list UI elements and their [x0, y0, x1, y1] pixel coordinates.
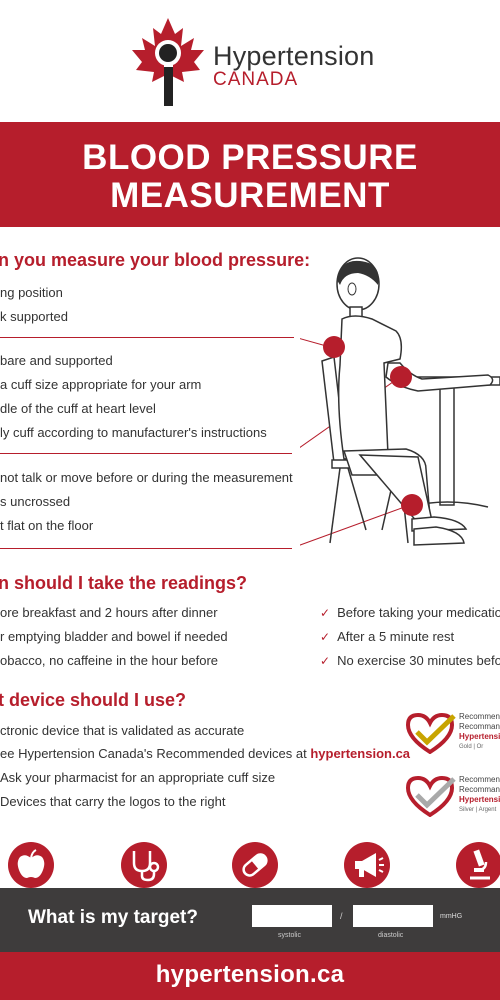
list-item: ctronic device that is validated as accu… — [0, 723, 245, 738]
list-item: Ask your pharmacist for an appropriate c… — [0, 770, 276, 785]
gold-recommended-badge: Recommen Recomman Hypertensio Gold | Or — [404, 712, 500, 759]
list-item: t flat on the floor — [0, 518, 94, 533]
list-item: ly cuff according to manufacturer's inst… — [0, 425, 267, 440]
unit-label: mmHG — [440, 913, 463, 920]
list-item: ng position — [0, 285, 63, 300]
list-item: Devices that carry the logos to the righ… — [0, 794, 226, 809]
apple-icon — [8, 842, 54, 888]
systolic-input[interactable] — [252, 905, 332, 927]
list-item: obacco, no caffeine in the hour before — [0, 653, 219, 668]
divider — [0, 453, 292, 454]
stethoscope-icon — [121, 842, 167, 888]
back-marker-icon — [323, 336, 345, 358]
target-slash: / — [340, 911, 343, 921]
title-banner: BLOOD PRESSURE MEASUREMENT — [0, 122, 500, 227]
check-icon: ✓ — [320, 630, 331, 644]
list-item: ore breakfast and 2 hours after dinner — [0, 605, 218, 620]
silver-recommended-badge: Recommen Recomman Hypertensio Silver | A… — [404, 775, 500, 822]
list-item: dle of the cuff at heart level — [0, 401, 156, 416]
list-item: a cuff size appropriate for your arm — [0, 377, 202, 392]
check-icon: ✓ — [320, 606, 331, 620]
diastolic-input[interactable] — [353, 905, 433, 927]
banner-title-line2: MEASUREMENT — [110, 176, 390, 215]
microscope-icon — [456, 842, 500, 888]
list-item: s uncrossed — [0, 494, 71, 509]
section-measure-title: n you measure your blood pressure: — [0, 250, 311, 270]
section-device-title: t device should I use? — [0, 690, 187, 710]
diastolic-label: diastolic — [378, 932, 404, 939]
arm-marker-icon — [390, 366, 412, 388]
megaphone-icon — [344, 842, 390, 888]
systolic-label: systolic — [278, 932, 301, 939]
pill-icon — [232, 842, 278, 888]
list-item: bare and supported — [0, 353, 113, 368]
section-readings-title: n should I take the readings? — [0, 573, 248, 593]
feet-marker-icon — [401, 494, 423, 516]
list-item: not talk or move before or during the me… — [0, 470, 293, 485]
footer: hypertension.ca — [0, 952, 500, 1000]
heart-check-silver-icon — [405, 775, 456, 818]
maple-leaf-logo-icon — [132, 18, 204, 106]
check-icon: ✓ — [320, 654, 331, 668]
target-question: What is my target? — [28, 907, 198, 928]
list-item: ✓Before taking your medication — [320, 605, 500, 620]
seated-person-illustration — [300, 257, 500, 546]
list-item: ✓After a 5 minute rest — [320, 629, 455, 644]
hypertension-link[interactable]: hypertension.ca — [310, 746, 411, 761]
banner-title-line1: BLOOD PRESSURE — [82, 138, 418, 177]
heart-check-gold-icon — [405, 712, 456, 755]
footer-url-link[interactable]: hypertension.ca — [155, 961, 345, 988]
brand-country: CANADA — [213, 69, 299, 90]
divider — [0, 337, 294, 338]
list-item: ✓No exercise 30 minutes before — [320, 653, 500, 668]
header: Hypertension CANADA — [0, 0, 500, 122]
list-item: ee Hypertension Canada's Recommended dev… — [0, 746, 411, 761]
brand-name: Hypertension — [213, 41, 375, 71]
list-item: r emptying bladder and bowel if needed — [0, 629, 228, 644]
list-item: k supported — [0, 309, 68, 324]
divider — [0, 548, 292, 549]
